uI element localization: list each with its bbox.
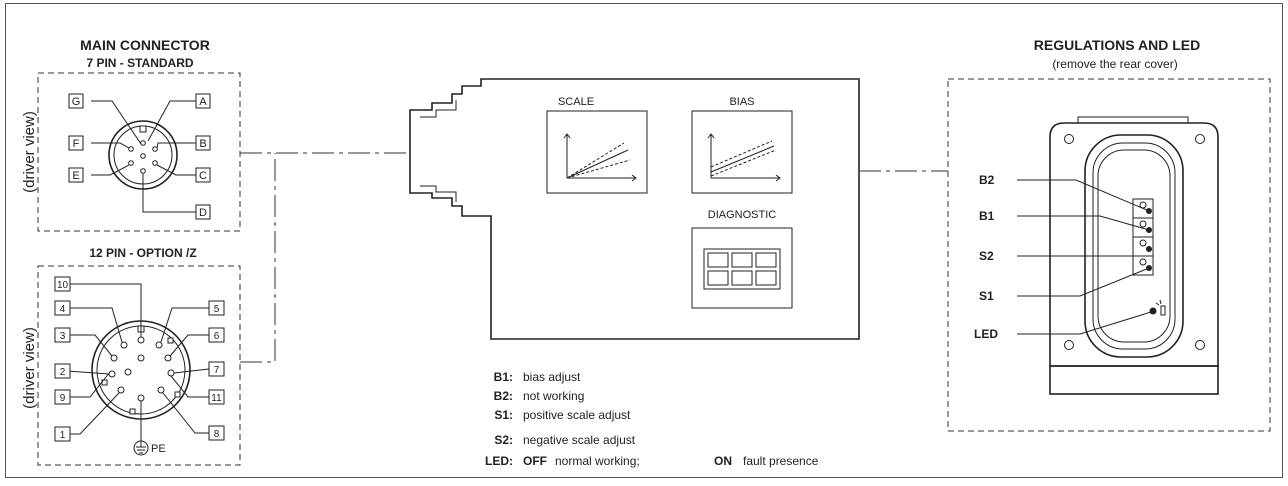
reg-label-b1: B1: [979, 209, 995, 223]
regulations-labels: B2 B1 S2 S1 LED: [974, 173, 998, 341]
legend-key-s1: S1:: [494, 408, 513, 422]
legend-text-s2: negative scale adjust: [523, 433, 636, 447]
pin12-label-1: 1: [60, 430, 66, 441]
pin12-connector: [66, 283, 210, 456]
pin12-label-2: 2: [60, 367, 66, 378]
diagnostic-panel: [691, 227, 793, 309]
legend-text-s1: positive scale adjust: [523, 408, 631, 422]
regulations-subtitle: (remove the rear cover): [1052, 57, 1177, 71]
pin7-connector: [91, 100, 196, 213]
legend-led-on-text: fault presence: [743, 454, 819, 468]
legend-text-b1: bias adjust: [523, 370, 581, 384]
pin12-labels: 10 4 5 3 6 2 7 9 11 1 8: [54, 276, 225, 442]
pin12-label-8: 8: [214, 429, 220, 440]
legend-key-b2: B2:: [494, 389, 513, 403]
scale-label: SCALE: [558, 96, 594, 108]
pin7-labels: A B C D E F G: [68, 93, 211, 220]
main-connector-title: MAIN CONNECTOR: [80, 37, 210, 53]
pin12-side-label: (driver view): [21, 327, 38, 409]
connector-links: [240, 152, 408, 363]
pin7-side-label: (driver view): [21, 111, 38, 193]
pin7-box: [37, 72, 241, 232]
pin12-title: 12 PIN - OPTION /Z: [89, 246, 196, 260]
scale-panel: [546, 110, 648, 194]
regulations-title: REGULATIONS AND LED: [1034, 37, 1200, 53]
outer-frame: [5, 3, 1283, 478]
reg-label-s1: S1: [979, 289, 994, 303]
pe-label: PE: [151, 443, 166, 455]
legend-key-led: LED:: [485, 454, 513, 468]
reg-label-b2: B2: [979, 173, 995, 187]
pin7-title: 7 PIN - STANDARD: [86, 56, 193, 70]
pin12-label-9: 9: [60, 393, 66, 404]
bias-graph-icon: [707, 133, 781, 182]
pin12-label-3: 3: [60, 331, 66, 342]
legend-key-b1: B1:: [494, 370, 513, 384]
pin7-label-c: C: [199, 170, 207, 182]
scale-graph-icon: [563, 133, 637, 182]
pin12-label-5: 5: [214, 304, 220, 315]
pin12-label-7: 7: [214, 365, 220, 376]
pin12-box: [37, 265, 241, 466]
legend-key-s2: S2:: [494, 433, 513, 447]
pin7-label-g: G: [72, 96, 81, 108]
pin12-label-11: 11: [211, 393, 222, 404]
reg-label-led: LED: [974, 327, 998, 341]
pin7-label-d: D: [199, 207, 207, 219]
pin7-label-f: F: [73, 138, 80, 150]
bias-label: BIAS: [729, 96, 754, 108]
diagnostic-label: DIAGNOSTIC: [708, 209, 777, 221]
driver-body: [409, 78, 860, 340]
diagnostic-led-grid: [703, 248, 781, 290]
pin12-label-4: 4: [60, 304, 66, 315]
bias-panel: [691, 110, 793, 194]
legend-led-off: OFF: [523, 454, 547, 468]
legend-led-off-text: normal working;: [555, 454, 640, 468]
legend: B1: bias adjust B2: not working S1: posi…: [485, 370, 819, 468]
pin7-label-b: B: [199, 138, 206, 150]
pin7-label-e: E: [72, 170, 79, 182]
reg-label-s2: S2: [979, 249, 994, 263]
legend-text-b2: not working: [523, 389, 584, 403]
pin12-label-10: 10: [57, 280, 69, 291]
regulations-box: [947, 78, 1271, 432]
legend-led-on: ON: [714, 454, 732, 468]
pin7-label-a: A: [199, 96, 207, 108]
rear-cover-drawing: [1017, 116, 1219, 395]
pin12-label-6: 6: [214, 331, 220, 342]
